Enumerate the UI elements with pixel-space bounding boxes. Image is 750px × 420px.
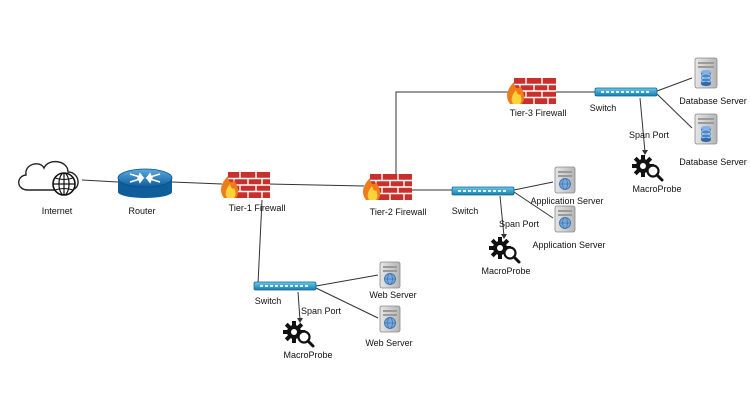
link-switch-web-probe [297,291,301,321]
arrowhead-db-probe [642,150,648,155]
firewall-icon [506,77,557,105]
tier3-firewall-label: Tier-3 Firewall [509,108,567,118]
app-server-2-label: Application Server [532,240,606,250]
link-switch-app-server2 [513,191,554,219]
span-port-web-label: Span Port [300,306,342,316]
switch-app-label: Switch [451,206,479,216]
web-server-2-label: Web Server [365,338,413,348]
server-icon [379,305,401,333]
switch-db-label: Switch [589,103,617,113]
switch-icon [594,87,658,97]
firewall-icon [220,171,271,199]
switch-web-label: Switch [254,296,282,306]
db-server-2-label: Database Server [679,157,747,167]
tier1-firewall-label: Tier-1 Firewall [228,203,286,213]
switch-icon [253,281,317,291]
router-label: Router [128,206,156,216]
server-icon [379,261,401,289]
arrowhead-app-probe [501,234,507,239]
link-switch-db-server1 [656,77,693,92]
tier2-firewall-label: Tier-2 Firewall [369,207,427,217]
router-icon [117,168,173,198]
link-switch-db-server2 [656,93,693,129]
server-icon [554,205,576,233]
link-router-tier1 [171,181,223,185]
web-server-1-label: Web Server [369,290,417,300]
link-switch-web-server2 [315,287,379,319]
database-server-icon [694,57,718,89]
span-port-db-label: Span Port [628,130,670,140]
link-switch-app-probe [499,195,505,237]
macroprobe-db-label: MacroProbe [632,184,682,194]
cloud-globe-icon [18,161,79,196]
firewall-icon [362,173,413,201]
gear-magnifier-icon [487,235,521,264]
app-server-1-label: Application Server [530,196,604,206]
link-switch-db-probe [639,97,646,153]
switch-icon [451,186,515,196]
span-port-app-label: Span Port [498,219,540,229]
link-tier2-tier3 [395,91,508,175]
gear-magnifier-icon [281,319,315,348]
link-switch-web-server1 [315,274,379,287]
arrowhead-web-probe [297,318,303,323]
gear-magnifier-icon [630,153,664,182]
span-arrowheads [297,150,648,323]
connection-lines [81,77,693,321]
macroprobe-web-label: MacroProbe [283,350,333,360]
link-tier1-tier2 [267,183,365,187]
internet-label: Internet [41,206,73,216]
link-tier1-switch-web [257,199,263,285]
link-switch-app-server1 [513,181,554,191]
macroprobe-app-label: MacroProbe [481,266,531,276]
server-icon [554,166,576,194]
database-server-icon [694,113,718,145]
db-server-1-label: Database Server [679,96,747,106]
link-internet-router [81,179,119,183]
